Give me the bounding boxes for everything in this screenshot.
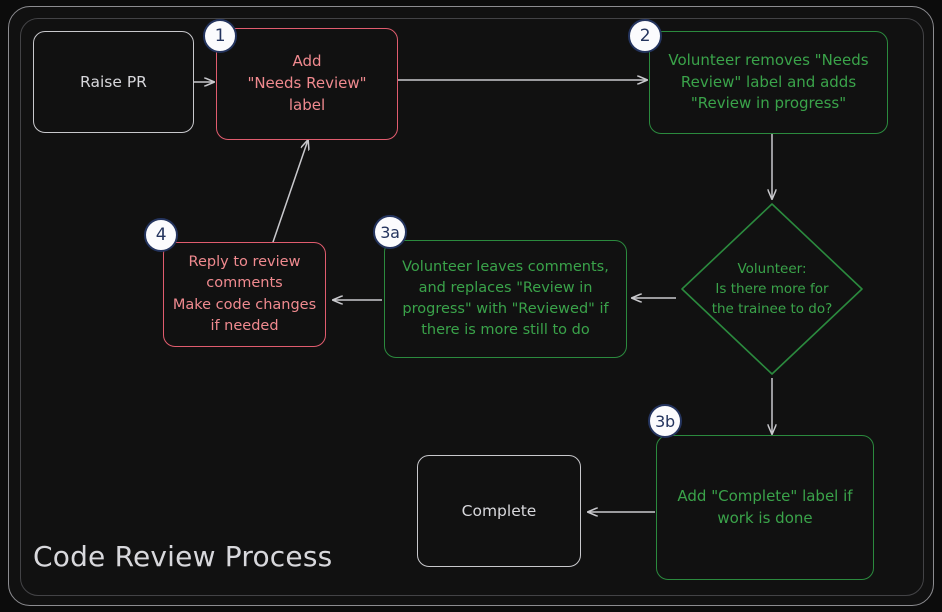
node-add-complete-label-label: Add "Complete" label if work is done: [677, 486, 853, 527]
badge-4-label: 4: [155, 225, 167, 245]
diagram-title: Code Review Process: [33, 540, 333, 573]
diamond-shape: [681, 203, 863, 375]
node-volunteer-removes-label: Volunteer removes "Needs Review" label a…: [668, 50, 869, 113]
badge-1: 1: [203, 19, 237, 53]
node-reply-to-review[interactable]: Reply to review comments Make code chang…: [163, 242, 326, 347]
node-complete-label: Complete: [461, 501, 537, 520]
badge-3b: 3b: [648, 404, 682, 438]
node-volunteer-leaves-comments-label: Volunteer leaves comments, and replaces …: [402, 258, 609, 339]
node-volunteer-removes[interactable]: Volunteer removes "Needs Review" label a…: [649, 31, 888, 134]
node-raise-pr-label: Raise PR: [80, 72, 147, 91]
node-reply-to-review-label: Reply to review comments Make code chang…: [172, 254, 317, 334]
badge-3a-label: 3a: [380, 222, 400, 242]
node-volunteer-leaves-comments[interactable]: Volunteer leaves comments, and replaces …: [384, 240, 627, 358]
badge-2: 2: [628, 19, 662, 53]
node-decision-more-work-label: Volunteer: Is there more for the trainee…: [711, 260, 833, 318]
badge-4: 4: [144, 218, 178, 252]
badge-3a: 3a: [373, 215, 407, 249]
node-raise-pr[interactable]: Raise PR: [33, 31, 194, 133]
node-decision-more-work[interactable]: Volunteer: Is there more for the trainee…: [676, 200, 868, 378]
badge-1-label: 1: [214, 26, 226, 46]
badge-2-label: 2: [639, 26, 651, 46]
badge-3b-label: 3b: [655, 411, 675, 431]
node-add-complete-label[interactable]: Add "Complete" label if work is done: [656, 435, 874, 580]
edge-reply-to-review-to-add-needs-review: [271, 140, 308, 246]
node-add-needs-review-label: Add "Needs Review" label: [247, 52, 367, 114]
node-complete[interactable]: Complete: [417, 455, 581, 567]
node-add-needs-review[interactable]: Add "Needs Review" label: [216, 28, 398, 140]
